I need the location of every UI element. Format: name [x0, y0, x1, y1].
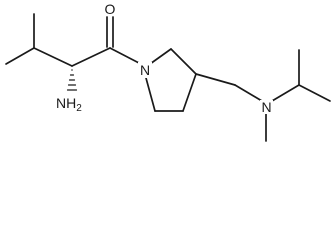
ring-nitrogen-label: N: [140, 62, 150, 78]
bond-ring-n-c2: [149, 48, 172, 65]
bond-methyl-left: [5, 47, 35, 65]
oxygen-label: O: [105, 1, 116, 17]
amino-symbol: NH: [56, 95, 76, 111]
bond-alpha-to-carbonyl: [71, 47, 111, 67]
bond-ch2-amine-n: [234, 84, 263, 102]
bond-ring-c2-c3: [170, 48, 197, 75]
amino-group-label: NH2: [56, 95, 82, 114]
bond-amine-n-isopropyl: [271, 84, 300, 102]
hashed-wedge-bond: [66, 69, 78, 91]
bond-isopropyl-right: [298, 84, 331, 102]
bond-ring-c3-c4: [182, 73, 197, 112]
bond-isopropyl-to-alpha: [33, 47, 73, 67]
amino-subscript: 2: [76, 103, 82, 114]
molecule-structure: O N N NH2: [5, 1, 331, 142]
bond-carbonyl-to-ring-n: [109, 47, 140, 64]
amine-nitrogen-label: N: [261, 99, 271, 115]
bond-c3-ch2: [195, 73, 236, 86]
bond-ring-c5-n: [145, 77, 156, 112]
